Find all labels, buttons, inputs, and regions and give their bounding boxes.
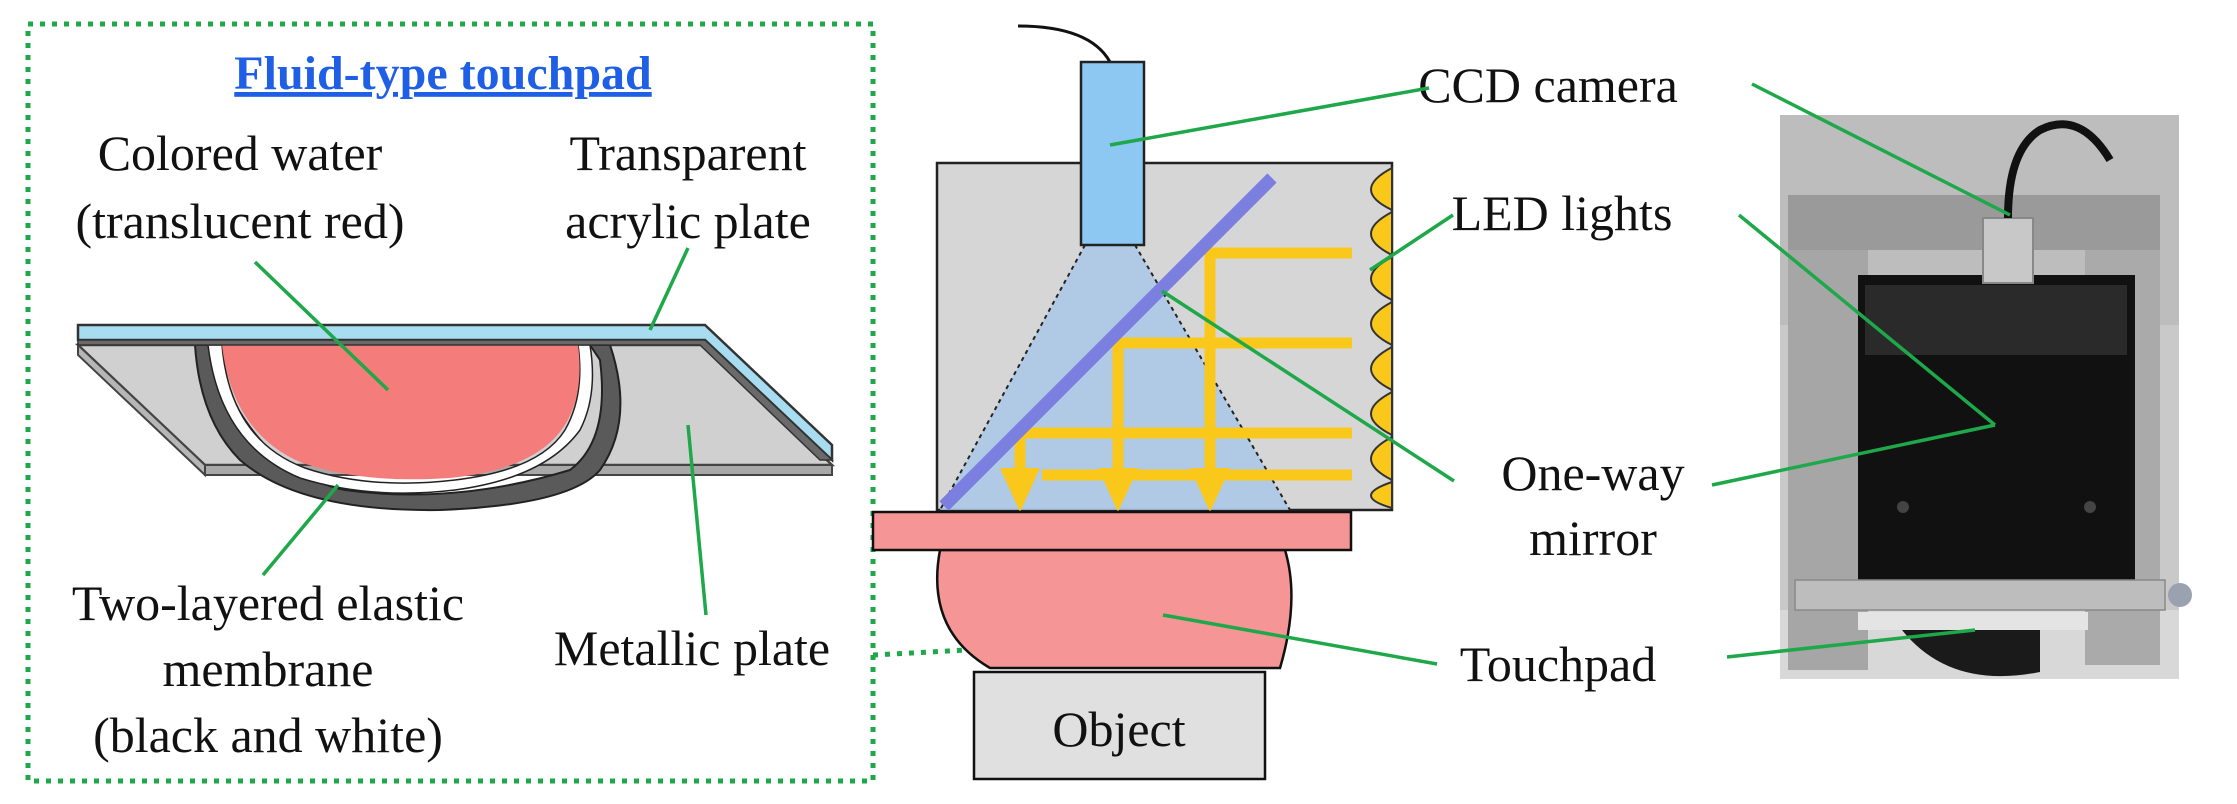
leader-touchpad-right (1726, 628, 1976, 659)
label-membrane-3: (black and white) (93, 707, 443, 763)
photo-dome (1902, 630, 2040, 677)
label-acrylic-1: Transparent (569, 125, 806, 181)
leader-ccd-camera-right (1751, 82, 2011, 217)
photo-bracket (1794, 579, 2166, 611)
panel-title: Fluid-type touchpad (234, 47, 652, 100)
leader-colored-water (253, 260, 390, 392)
membrane-black-layer (193, 344, 622, 512)
photo-camera (1982, 217, 2034, 284)
label-led-lights: LED lights (1452, 185, 1673, 241)
one-way-mirror (939, 173, 1277, 511)
leader-mirror-right (1711, 423, 1996, 487)
photo-cable (2004, 120, 2114, 219)
leader-led-right (1737, 213, 1997, 427)
label-acrylic-2: acrylic plate (565, 193, 811, 249)
label-ccd-camera: CCD camera (1418, 57, 1678, 113)
colored-water (222, 345, 580, 480)
touchpad-dome (936, 548, 1293, 670)
label-membrane-1: Two-layered elastic (72, 575, 464, 631)
leader-ccd-camera-left (1109, 86, 1430, 147)
photo-touchpad (1858, 612, 2088, 630)
object-block (972, 670, 1267, 781)
apparatus: Object CCD camera LED lights One-way mir… (871, 24, 1685, 781)
photo-frame-top (1788, 195, 2160, 250)
label-one-way-2: mirror (1529, 510, 1657, 566)
label-touchpad: Touchpad (1460, 636, 1656, 692)
acrylic-plate (76, 323, 834, 463)
label-one-way-1: One-way (1501, 445, 1684, 501)
label-membrane-2: membrane (162, 641, 373, 697)
label-metallic-plate: Metallic plate (554, 620, 830, 676)
label-colored-water-1: Colored water (98, 125, 383, 181)
touchpad-plate (871, 510, 1353, 552)
cone-edge-left (939, 244, 1086, 511)
apparatus-photo (1711, 82, 2192, 679)
panel-dotted-border (25, 21, 876, 784)
label-colored-water-2: (translucent red) (75, 193, 404, 249)
light-arrowheads (1000, 468, 1230, 512)
leader-acrylic (648, 247, 690, 331)
camera-cable (1017, 24, 1112, 63)
leader-mirror-left (1161, 289, 1455, 483)
touchpad-panel: Fluid-type touchpad Colored water (trans… (25, 21, 876, 784)
leader-metallic (686, 424, 708, 616)
leader-touchpad-left (1162, 613, 1438, 666)
ccd-camera (1079, 60, 1146, 247)
led-array (1370, 166, 1393, 510)
leader-membrane (261, 483, 340, 577)
leader-led-left (1369, 213, 1454, 272)
object-label: Object (1052, 701, 1185, 757)
